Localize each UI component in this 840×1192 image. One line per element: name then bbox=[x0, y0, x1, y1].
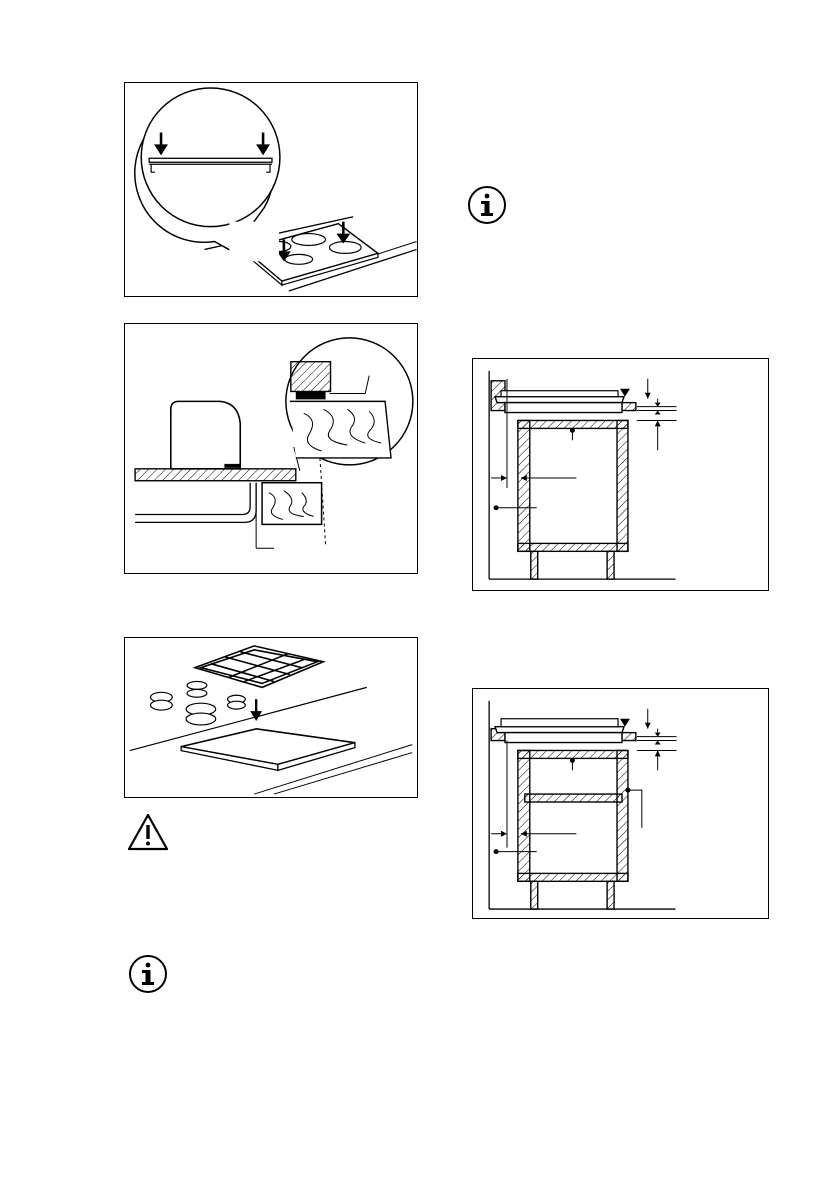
hob-protection-panel-figure bbox=[124, 637, 418, 798]
warning-icon bbox=[127, 813, 169, 851]
hob-seal-press-figure bbox=[124, 82, 418, 297]
hob-protection-panel-drawing bbox=[125, 638, 417, 797]
cabinet-installation-diagram-shelf bbox=[472, 688, 769, 919]
hob-worktop-section-figure bbox=[124, 323, 418, 574]
hob-seal-press-drawing bbox=[125, 83, 417, 296]
cabinet-shelf-section-drawing bbox=[473, 689, 768, 918]
information-icon bbox=[128, 954, 168, 994]
cabinet-installation-diagram-oven bbox=[472, 358, 769, 591]
hob-worktop-section-drawing bbox=[125, 324, 417, 573]
information-icon bbox=[467, 185, 507, 225]
cabinet-oven-section-drawing bbox=[473, 359, 768, 590]
